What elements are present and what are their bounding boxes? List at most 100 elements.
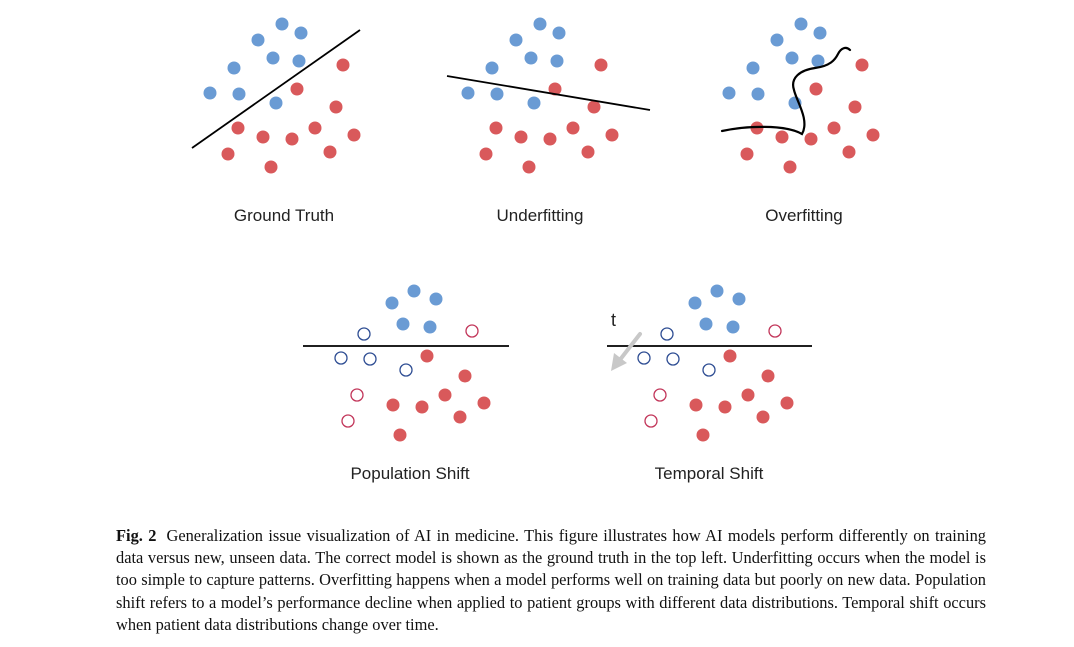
- blue-point: [746, 61, 760, 75]
- red-point: [393, 428, 407, 442]
- red-point: [453, 410, 467, 424]
- red-point: [842, 145, 856, 159]
- red-point: [221, 147, 235, 161]
- panel-temporal-shift: [607, 284, 812, 442]
- red-point: [740, 147, 754, 161]
- blue-point: [811, 54, 825, 68]
- time-arrow-head: [611, 353, 627, 371]
- panel-ground-truth: [191, 17, 361, 174]
- unseen-red-point: [465, 324, 479, 338]
- blue-point: [524, 51, 538, 65]
- blue-point: [485, 61, 499, 75]
- blue-point: [269, 96, 283, 110]
- red-point: [723, 349, 737, 363]
- red-point: [756, 410, 770, 424]
- red-point: [866, 128, 880, 142]
- red-point: [329, 100, 343, 114]
- panel-underfitting: [446, 17, 651, 174]
- blue-point: [785, 51, 799, 65]
- unseen-blue-point: [334, 351, 348, 365]
- red-point: [323, 145, 337, 159]
- red-point: [420, 349, 434, 363]
- red-point: [264, 160, 278, 174]
- red-point: [489, 121, 503, 135]
- blue-point: [292, 54, 306, 68]
- red-point: [696, 428, 710, 442]
- red-point: [256, 130, 270, 144]
- red-point: [308, 121, 322, 135]
- red-point: [290, 82, 304, 96]
- red-point: [741, 388, 755, 402]
- blue-point: [813, 26, 827, 40]
- blue-point: [550, 54, 564, 68]
- panel-label-population-shift: Population Shift: [350, 464, 470, 483]
- blue-point: [396, 317, 410, 331]
- panel-label-underfitting: Underfitting: [496, 206, 584, 225]
- red-point: [855, 58, 869, 72]
- blue-point: [533, 17, 547, 31]
- red-point: [718, 400, 732, 414]
- red-point: [231, 121, 245, 135]
- unseen-red-point: [768, 324, 782, 338]
- caption-text: Generalization issue visualization of AI…: [116, 526, 986, 634]
- blue-point: [294, 26, 308, 40]
- red-point: [761, 369, 775, 383]
- figure-graphic: [191, 17, 880, 442]
- blue-point: [490, 87, 504, 101]
- red-point: [605, 128, 619, 142]
- red-point: [548, 82, 562, 96]
- unseen-blue-point: [666, 352, 680, 366]
- unseen-blue-point: [660, 327, 674, 341]
- panel-label-ground-truth: Ground Truth: [233, 206, 335, 225]
- red-point: [783, 160, 797, 174]
- unseen-red-point: [341, 414, 355, 428]
- time-label: t: [611, 310, 617, 330]
- red-point: [543, 132, 557, 146]
- unseen-blue-point: [363, 352, 377, 366]
- red-point: [848, 100, 862, 114]
- blue-point: [203, 86, 217, 100]
- blue-point: [232, 87, 246, 101]
- blue-point: [722, 86, 736, 100]
- blue-point: [509, 33, 523, 47]
- unseen-red-point: [644, 414, 658, 428]
- blue-point: [429, 292, 443, 306]
- red-point: [689, 398, 703, 412]
- blue-point: [794, 17, 808, 31]
- blue-point: [751, 87, 765, 101]
- blue-point: [227, 61, 241, 75]
- red-point: [347, 128, 361, 142]
- blue-point: [266, 51, 280, 65]
- blue-point: [770, 33, 784, 47]
- panel-label-temporal-shift: Temporal Shift: [654, 464, 764, 483]
- decision-boundary: [446, 75, 651, 111]
- panel-overfitting: [720, 17, 880, 174]
- blue-point: [710, 284, 724, 298]
- unseen-blue-point: [399, 363, 413, 377]
- decision-boundary: [720, 46, 852, 136]
- unseen-blue-point: [702, 363, 716, 377]
- red-point: [336, 58, 350, 72]
- red-point: [514, 130, 528, 144]
- unseen-blue-point: [637, 351, 651, 365]
- red-point: [581, 145, 595, 159]
- red-point: [477, 396, 491, 410]
- red-point: [386, 398, 400, 412]
- red-point: [285, 132, 299, 146]
- blue-point: [407, 284, 421, 298]
- blue-point: [275, 17, 289, 31]
- figure: Ground Truth Underfitting Overfitting Po…: [191, 17, 880, 483]
- blue-point: [423, 320, 437, 334]
- caption-label: Fig. 2: [116, 526, 157, 545]
- red-point: [458, 369, 472, 383]
- blue-point: [552, 26, 566, 40]
- red-point: [566, 121, 580, 135]
- unseen-red-point: [653, 388, 667, 402]
- red-point: [804, 132, 818, 146]
- red-point: [775, 130, 789, 144]
- blue-point: [688, 296, 702, 310]
- red-point: [522, 160, 536, 174]
- blue-point: [699, 317, 713, 331]
- red-point: [809, 82, 823, 96]
